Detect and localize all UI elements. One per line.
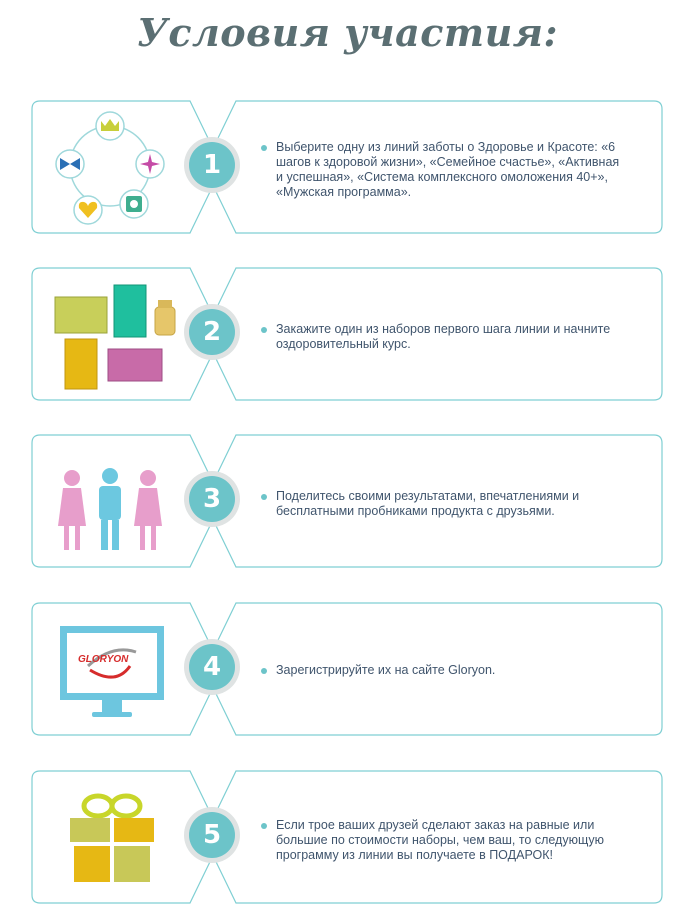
page-title: Условия участия: bbox=[137, 10, 558, 55]
step-number-badge: 5 bbox=[184, 807, 240, 863]
step-2: 2 Закажите один из наборов первого шага … bbox=[0, 267, 695, 401]
step-4: GLORYON 4 Зарегистрируйте их на сайте Gl… bbox=[0, 602, 695, 736]
step-text: Поделитесь своими результатами, впечатле… bbox=[261, 489, 626, 519]
people-icon bbox=[40, 440, 180, 562]
gift-icon bbox=[40, 776, 180, 898]
step-number: 2 bbox=[189, 309, 235, 355]
step-text: Закажите один из наборов первого шага ли… bbox=[261, 322, 626, 352]
step-text: Если трое ваших друзей сделают заказ на … bbox=[261, 818, 626, 863]
care-lines-icon bbox=[40, 106, 180, 228]
product-sets-icon bbox=[40, 273, 180, 395]
step-text: Выберите одну из линий заботы о Здоровье… bbox=[261, 140, 626, 200]
step-number: 1 bbox=[189, 142, 235, 188]
step-number: 3 bbox=[189, 476, 235, 522]
gloryon-logo: GLORYON bbox=[78, 654, 129, 665]
step-text: Зарегистрируйте их на сайте Gloryon. bbox=[261, 663, 626, 678]
step-number-badge: 2 bbox=[184, 304, 240, 360]
step-5: 5 Если трое ваших друзей сделают заказ н… bbox=[0, 770, 695, 904]
step-number: 4 bbox=[189, 644, 235, 690]
step-3: 3 Поделитесь своими результатами, впечат… bbox=[0, 434, 695, 568]
step-number-badge: 1 bbox=[184, 137, 240, 193]
step-number-badge: 4 bbox=[184, 639, 240, 695]
step-1: 1 Выберите одну из линий заботы о Здоров… bbox=[0, 100, 695, 234]
step-number-badge: 3 bbox=[184, 471, 240, 527]
monitor-icon: GLORYON bbox=[40, 608, 180, 730]
step-number: 5 bbox=[189, 812, 235, 858]
